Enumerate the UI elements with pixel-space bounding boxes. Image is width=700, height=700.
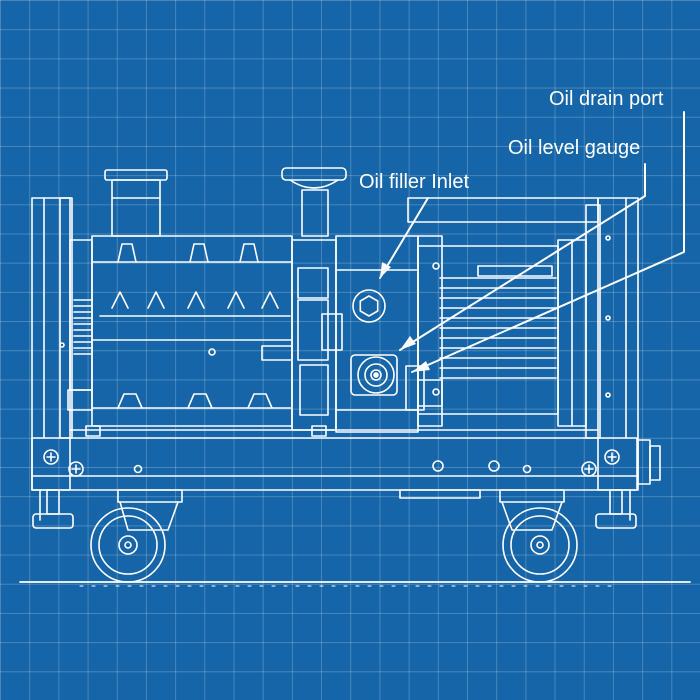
callout-leaders (379, 111, 685, 373)
pipe-flanges (104, 167, 347, 237)
oil-filler-inlet-label: Oil filler Inlet (359, 171, 470, 193)
cooling-fins (59, 239, 93, 411)
left-caster-wheel (90, 489, 183, 583)
oil-drain-port-label: Oil drain port (549, 88, 664, 110)
level-gauge-leader (399, 163, 646, 351)
right-caster-wheel (499, 489, 578, 583)
filler-inlet-leader (379, 197, 429, 279)
machine-deck (69, 425, 599, 437)
gear-housing (291, 235, 419, 433)
leveling-feet (32, 489, 637, 529)
left-frame-post (31, 197, 73, 491)
pump-casing (91, 235, 293, 427)
oil-level-gauge-label: Oil level gauge (508, 137, 641, 159)
bolt-icon (604, 449, 620, 465)
drain-port-leader (411, 111, 685, 373)
leader-arrowheads (380, 262, 430, 372)
motor (407, 197, 611, 427)
oil-level-gauge (350, 354, 398, 396)
oil-filler-plug (352, 289, 386, 323)
right-frame-post (585, 197, 661, 491)
base-bolts (43, 449, 620, 477)
bolt-icon (43, 449, 59, 465)
bolt-icon (68, 461, 84, 477)
ground-line (19, 581, 691, 587)
bolt-icon (581, 461, 597, 477)
